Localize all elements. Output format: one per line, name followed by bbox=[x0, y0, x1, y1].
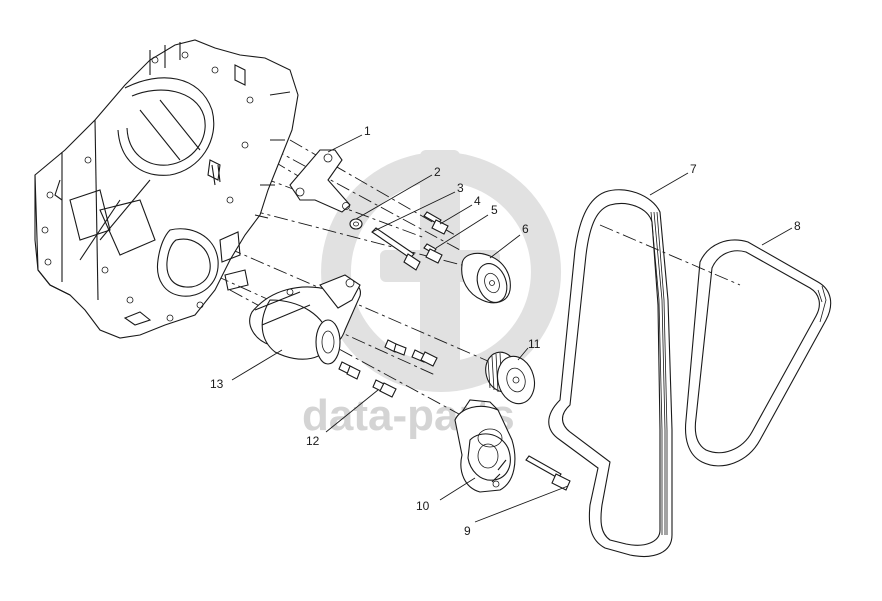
callout-4: 4 bbox=[474, 194, 481, 208]
callout-5: 5 bbox=[491, 203, 498, 217]
callout-1: 1 bbox=[364, 124, 371, 138]
callout-12: 12 bbox=[306, 434, 320, 448]
flange-bolt bbox=[423, 243, 443, 264]
callout-8: 8 bbox=[794, 219, 801, 233]
mounting-bracket bbox=[289, 149, 351, 213]
washer bbox=[349, 218, 363, 230]
callout-7: 7 bbox=[690, 162, 697, 176]
callout-9: 9 bbox=[464, 524, 471, 538]
long-bolt bbox=[371, 227, 421, 271]
short-bolt bbox=[423, 211, 449, 235]
large-serpentine-belt bbox=[548, 189, 673, 557]
callout-labels: 1 2 3 4 5 6 7 8 9 10 11 12 13 bbox=[210, 124, 801, 538]
small-drive-belt bbox=[684, 239, 832, 467]
watermark-logo bbox=[321, 150, 562, 392]
starter-motor bbox=[249, 274, 361, 365]
bolts bbox=[338, 339, 438, 398]
belt-tensioner bbox=[454, 399, 516, 493]
grooved-idler-pulley bbox=[485, 351, 536, 405]
engine-front-cover bbox=[34, 39, 299, 339]
callout-6: 6 bbox=[522, 222, 529, 236]
callout-11: 11 bbox=[528, 337, 541, 351]
callout-10: 10 bbox=[416, 499, 430, 513]
idler-pulley bbox=[461, 252, 511, 304]
leader-lines bbox=[231, 134, 793, 523]
callout-3: 3 bbox=[457, 181, 464, 195]
callout-2: 2 bbox=[434, 165, 441, 179]
tensioner-bolt bbox=[525, 455, 571, 491]
callout-13: 13 bbox=[210, 377, 224, 391]
